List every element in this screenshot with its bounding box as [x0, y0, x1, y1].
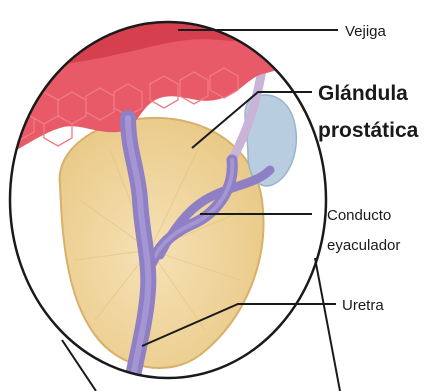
label-urethra: Uretra [342, 297, 384, 314]
magnifier-tail-right [315, 258, 340, 391]
label-duct-line2: eyaculador [327, 237, 400, 254]
label-bladder: Vejiga [345, 23, 387, 40]
label-prostate-line1: Glándula [318, 82, 408, 105]
label-duct-line1: Conducto [327, 207, 391, 224]
label-prostate-line2: prostática [318, 119, 419, 142]
